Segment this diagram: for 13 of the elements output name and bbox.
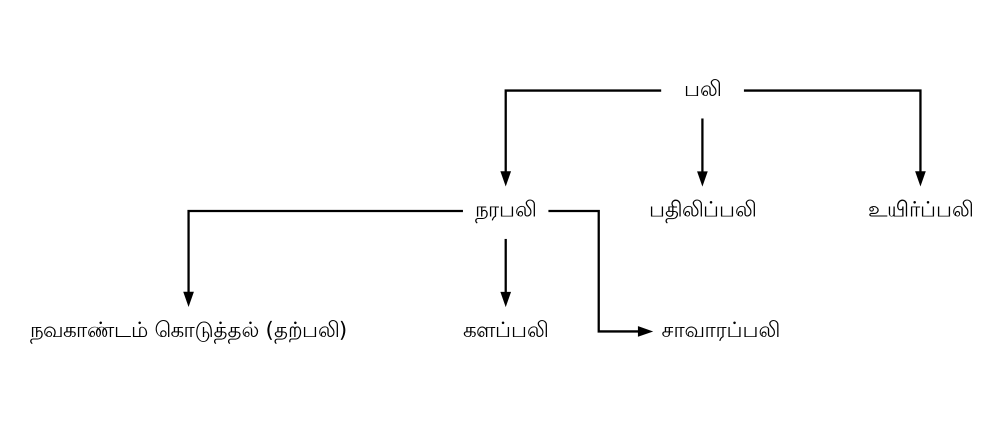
arrow <box>697 118 708 186</box>
node-text: களப்பலி <box>463 318 548 343</box>
arrow <box>744 88 926 186</box>
arrow <box>500 88 662 186</box>
arrow <box>548 209 654 336</box>
arrow <box>500 238 512 307</box>
node-text: சாவாரப்பலி <box>662 318 780 343</box>
node-text: நவகாண்டம் கொடுத்தல் (தற்பலி) <box>30 318 348 343</box>
node-text: உயிர்ப்பலி <box>868 197 973 222</box>
node-text: பலி <box>684 76 721 102</box>
node-text: நரபலி <box>475 197 536 222</box>
node-text: பதிலிப்பலி <box>648 197 756 222</box>
arrow <box>183 209 463 306</box>
